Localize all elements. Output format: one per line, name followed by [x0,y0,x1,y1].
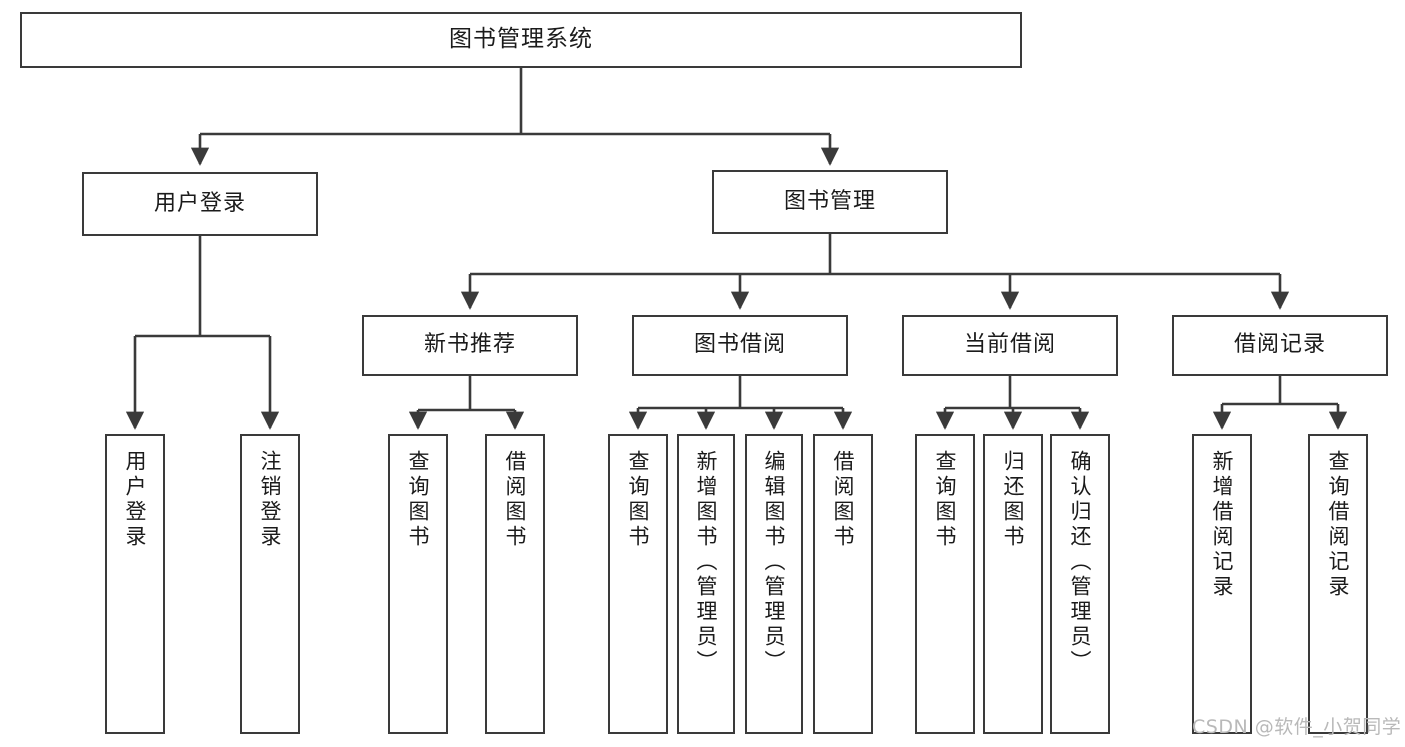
node-leaf-add-book-admin[interactable]: 新增图书（管理员） [677,434,735,734]
node-book-borrow[interactable]: 图书借阅 [632,315,848,376]
node-leaf-query-book-borrow[interactable]: 查询图书 [608,434,668,734]
node-label: 查询图书 [933,450,958,550]
node-label: 归还图书 [1001,450,1026,550]
node-book-management[interactable]: 图书管理 [712,170,948,234]
node-label: 新增图书（管理员） [694,450,719,675]
node-label: 借阅记录 [1233,332,1326,358]
node-label: 查询图书 [406,450,431,550]
node-leaf-confirm-return-admin[interactable]: 确认归还（管理员） [1050,434,1110,734]
node-label: 新书推荐 [423,332,516,358]
node-borrow-record[interactable]: 借阅记录 [1172,315,1388,376]
watermark-text: CSDN @软件_小贺同学 [1192,716,1402,738]
node-label: 编辑图书（管理员） [762,450,787,675]
node-label: 确认归还（管理员） [1068,450,1093,675]
node-leaf-borrow-book-borrow[interactable]: 借阅图书 [813,434,873,734]
node-leaf-borrow-book-recommend[interactable]: 借阅图书 [485,434,545,734]
node-label: 用户登录 [153,190,246,216]
node-label: 借阅图书 [831,450,856,550]
node-label: 用户登录 [123,450,148,550]
node-user-login[interactable]: 用户登录 [82,172,318,236]
node-label: 注销登录 [258,450,283,550]
node-label: 图书借阅 [693,332,786,358]
node-leaf-user-logout[interactable]: 注销登录 [240,434,300,734]
node-label: 当前借阅 [963,332,1056,358]
node-label: 查询图书 [626,450,651,550]
node-label: 图书管理 [783,188,876,214]
node-label: 图书管理系统 [449,26,593,53]
node-label: 借阅图书 [503,450,528,550]
node-leaf-add-borrow-record[interactable]: 新增借阅记录 [1192,434,1252,734]
node-leaf-query-book-recommend[interactable]: 查询图书 [388,434,448,734]
node-leaf-query-borrow-record[interactable]: 查询借阅记录 [1308,434,1368,734]
node-leaf-return-book[interactable]: 归还图书 [983,434,1043,734]
node-leaf-edit-book-admin[interactable]: 编辑图书（管理员） [745,434,803,734]
node-label: 新增借阅记录 [1210,450,1235,600]
node-leaf-user-login[interactable]: 用户登录 [105,434,165,734]
node-label: 查询借阅记录 [1326,450,1351,600]
node-leaf-query-book-current[interactable]: 查询图书 [915,434,975,734]
node-root-book-management-system[interactable]: 图书管理系统 [20,12,1022,68]
node-current-borrow[interactable]: 当前借阅 [902,315,1118,376]
node-new-book-recommend[interactable]: 新书推荐 [362,315,578,376]
